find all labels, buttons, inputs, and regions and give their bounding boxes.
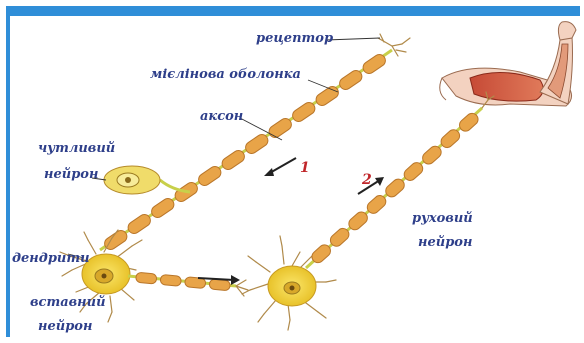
label-axon: аксон: [200, 109, 243, 124]
inter-myelin-segment: [160, 274, 181, 286]
sensory-myelin-segment: [220, 148, 247, 172]
sensory-myelin-segment: [290, 100, 317, 124]
receptor-endings: [378, 34, 410, 56]
label-myelin-sheath: мієлінова оболонка: [150, 67, 301, 82]
label-dendrites: дендрити: [12, 251, 90, 266]
sensory-myelin-segment: [149, 196, 176, 220]
label-number-2: 2: [361, 172, 372, 188]
arm-muscle: [440, 22, 576, 108]
sensory-myelin-segment: [196, 164, 223, 188]
label-number-1: 1: [300, 160, 310, 176]
label-sensory-neuron-line1: чутливий: [38, 141, 115, 156]
label-motor-neuron-line2: нейрон: [418, 235, 472, 250]
signal-arrow-1: [264, 158, 296, 176]
sensory-myelin-segment: [243, 132, 270, 156]
label-motor-neuron-line1: руховий: [412, 211, 473, 226]
sensory-myelin-segment: [126, 212, 153, 236]
sensory-myelin-segment: [361, 52, 388, 76]
sensory-myelin-segment: [337, 68, 364, 92]
inter-myelin-segment: [209, 279, 230, 291]
sensory-myelin-segment: [267, 116, 294, 140]
label-sensory-neuron-line2: нейрон: [44, 167, 98, 182]
label-interneuron-line2: нейрон: [38, 319, 92, 334]
label-interneuron-line1: вставний: [30, 295, 106, 310]
sensory-neuron-body: [104, 166, 190, 194]
label-receptor: рецептор: [256, 31, 333, 46]
inter-myelin-segment: [136, 272, 157, 284]
